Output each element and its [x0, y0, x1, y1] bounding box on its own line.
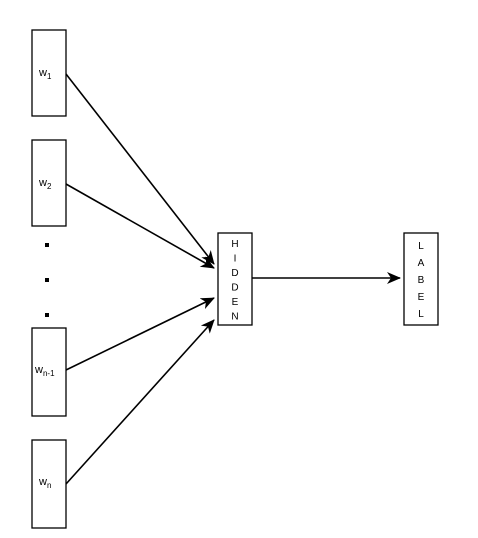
svg-text:w1: w1: [38, 67, 52, 81]
ellipsis-dot: [45, 278, 49, 282]
edge-wn1-hidden: [65, 297, 215, 371]
edge-wn-hidden: [65, 319, 215, 485]
ellipsis-dot: [45, 313, 49, 317]
svg-text:wn-1: wn-1: [34, 364, 55, 378]
input-w2-sub: 2: [47, 182, 52, 191]
input-wn-base: w: [38, 476, 47, 488]
input-node-wn: wn: [31, 439, 67, 529]
svg-text:w2: w2: [38, 177, 52, 191]
input-w2-base: w: [38, 177, 47, 189]
edge-w1-hidden: [65, 73, 215, 265]
input-w1-sub: 1: [47, 72, 52, 81]
ellipsis-dots: [45, 243, 49, 317]
input-wn-sub: n: [47, 481, 51, 490]
ellipsis-dot: [45, 243, 49, 247]
input-node-w2: w2: [31, 139, 67, 227]
input-node-wn-1: wn-1: [31, 327, 67, 417]
svg-text:wn: wn: [38, 476, 51, 490]
input-wn1-base: w: [34, 364, 43, 376]
input-wn1-sub: n-1: [43, 369, 55, 378]
input-node-w1: w1: [31, 29, 67, 117]
edge-w2-hidden: [65, 183, 215, 269]
input-w1-base: w: [38, 67, 47, 79]
